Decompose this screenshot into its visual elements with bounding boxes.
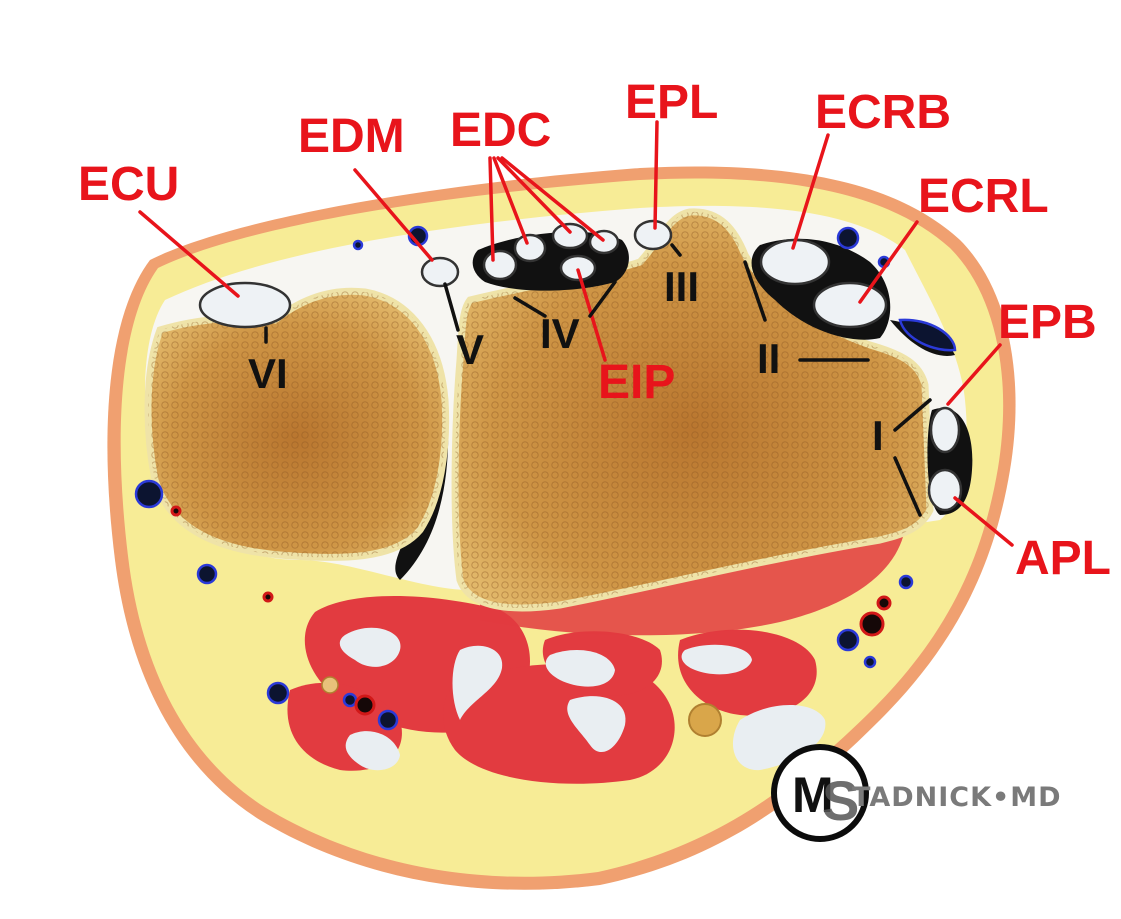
logo-monogram-m: M [792,767,834,823]
label-ecrb: ECRB [815,86,951,139]
ulna-texture [148,291,446,558]
flexor-compartment [287,528,905,784]
epl-tendon [633,219,673,251]
compartment-iv: IV [540,310,580,357]
compartment-ii: II [757,335,780,382]
label-ecu: ECU [78,158,179,211]
compartment-leaders-black [264,243,932,517]
stadnick-md-logo: M S TADNICK•MD [771,744,1062,842]
edc-tendon-3 [551,222,589,250]
ecu-tendon [198,281,292,329]
label-ecrl: ECRL [918,170,1049,223]
edc-tendon-2 [513,233,547,263]
label-edm: EDM [298,110,405,163]
apl-tendon [927,468,963,512]
vessels [134,225,957,731]
label-epb: EPB [998,296,1097,349]
label-leaders-red [138,120,1014,547]
radius-texture [455,211,930,609]
logo-monogram-s: S [822,769,859,832]
compartment-v: V [456,326,484,373]
logo-text: TADNICK•MD [852,782,1062,813]
eip-tendon [559,254,597,282]
label-eip: EIP [598,356,675,409]
edc-tendon-1 [482,249,518,281]
compartment-vi: VI [248,350,288,397]
edm-tendon [420,256,460,288]
epb-tendon [929,406,961,454]
ecrl-tendon [812,281,888,329]
label-edc: EDC [450,104,551,157]
compartment-i: I [872,412,884,459]
compartment-iii: III [664,263,699,310]
extensor-tendons [198,219,973,515]
label-epl: EPL [625,76,718,129]
label-apl: APL [1015,532,1111,585]
